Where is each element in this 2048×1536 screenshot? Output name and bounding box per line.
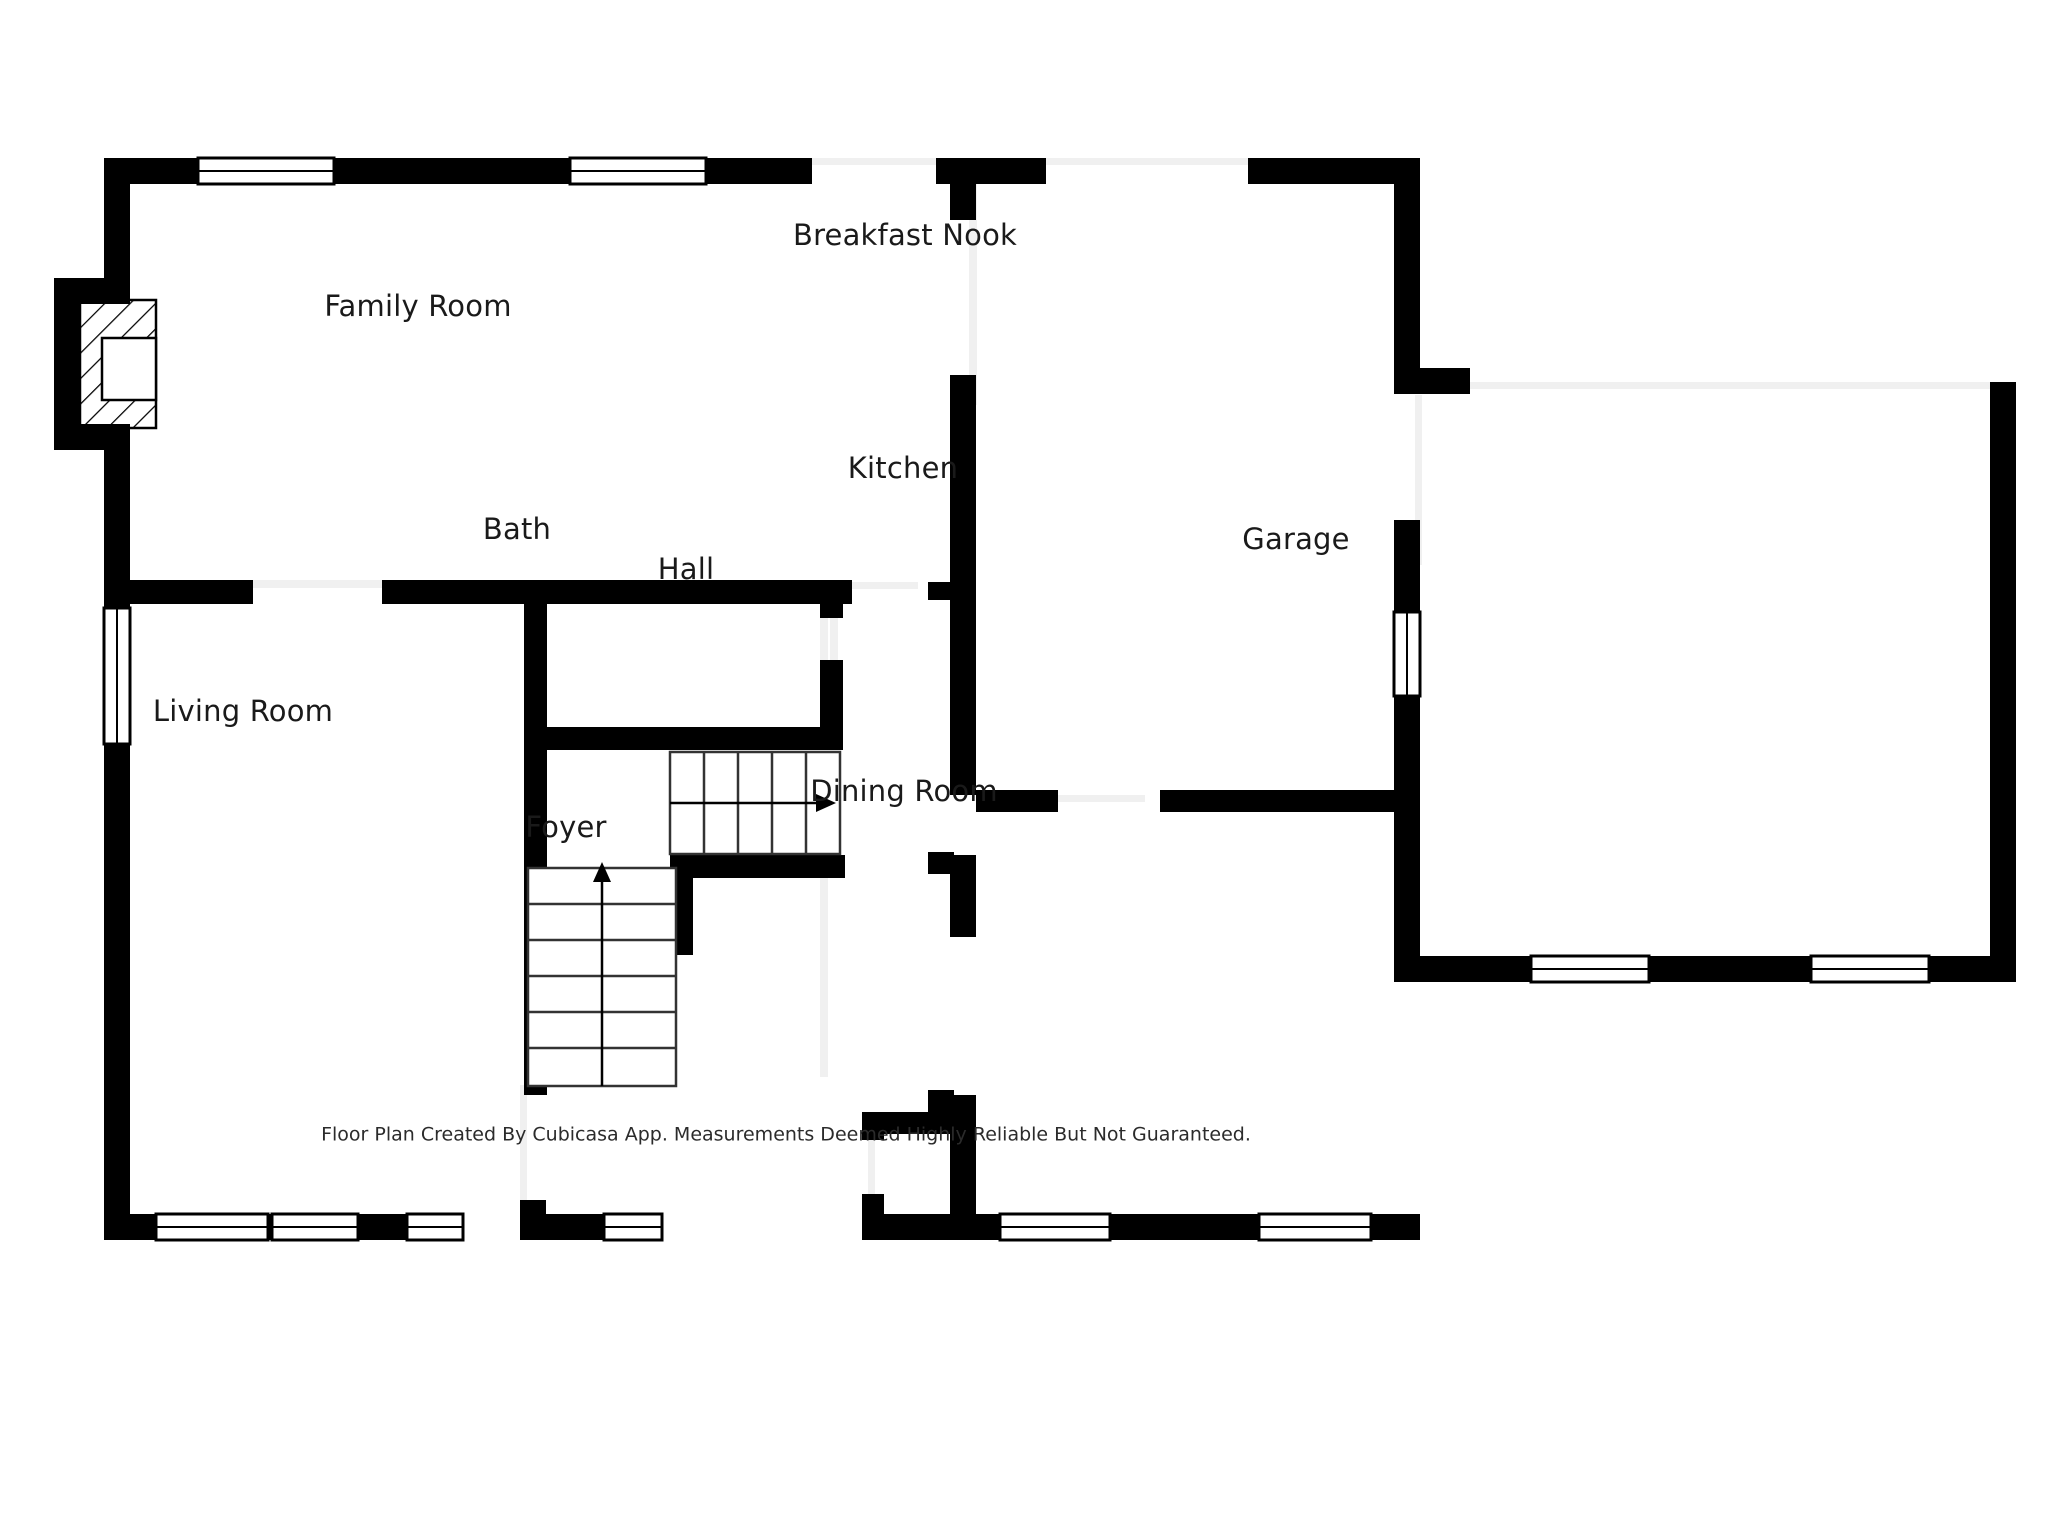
room-label-foyer: Foyer: [525, 810, 606, 844]
room-label-breakfast-nook: Breakfast Nook: [793, 218, 1017, 252]
wall-nook-top-left: [936, 158, 1046, 184]
wall-closet-top: [862, 1112, 954, 1134]
wall-bath-right-upper: [820, 580, 843, 618]
wall-exterior-bottom-living-f: [520, 1200, 546, 1240]
wall-fireplace-bump-left: [54, 278, 80, 450]
wall-exterior-bottom-dining-c: [1366, 1214, 1420, 1240]
implied-wall-living-family-opening: [252, 580, 382, 588]
wall-central-vertical-lower: [950, 855, 976, 937]
wall-kitchen-right-mid: [1394, 520, 1420, 620]
window-dining-bottom-1: [998, 1212, 1112, 1242]
windows-group: [102, 156, 1931, 1242]
wall-exterior-top-right-seg: [700, 158, 812, 184]
room-label-hall: Hall: [658, 552, 715, 586]
window-garage-bottom-2: [1809, 954, 1931, 984]
implied-wall-hall-opening: [820, 590, 828, 662]
wall-garage-bottom-right: [1923, 956, 2016, 982]
wall-kitchen-dining-left: [976, 790, 1058, 812]
wall-garage-bottom-mid: [1645, 956, 1817, 982]
fireplace-icon: [78, 298, 158, 430]
implied-wall-hall-bottom: [820, 862, 828, 1077]
room-label-dining-room: Dining Room: [810, 774, 998, 808]
room-labels-group: Family Room Breakfast Nook Kitchen Garag…: [153, 218, 1350, 844]
implied-wall-kitchen-dining-door: [1035, 795, 1145, 802]
stairs-upper-arrow: [816, 794, 836, 812]
window-living-bottom-2: [270, 1212, 360, 1242]
wall-exterior-bottom-dining-a: [957, 1214, 1004, 1240]
implied-walls-group: [252, 158, 2013, 1230]
wall-exterior-left-upper: [104, 158, 130, 278]
stairs-group: [526, 750, 842, 1088]
wall-family-living-divider-right: [382, 580, 852, 604]
footer-disclaimer: Floor Plan Created By Cubicasa App. Meas…: [321, 1124, 1251, 1146]
window-foyer-bottom: [602, 1212, 664, 1242]
window-garage-bottom-1: [1529, 954, 1651, 984]
wall-exterior-bottom-living-a: [104, 1214, 152, 1240]
wall-garage-right: [1990, 382, 2016, 980]
stairs-lower-run: [526, 862, 678, 1088]
window-family-top-1: [196, 156, 336, 186]
wall-kitchen-right-upper: [1394, 158, 1420, 378]
wall-exterior-bottom-living-d: [355, 1214, 403, 1240]
implied-wall-foyer-right: [520, 1085, 527, 1230]
wall-exterior-left-mid: [104, 424, 130, 584]
wall-hall-stub-upper: [928, 582, 954, 600]
wall-hall-stub-lower: [928, 852, 954, 874]
fireplace-firebox: [100, 336, 158, 402]
wall-central-vertical-mid: [950, 375, 976, 795]
wall-stairs-landing-bottom: [670, 855, 845, 878]
wall-hall-stub-foot: [928, 1090, 954, 1112]
implied-wall-nook-door: [969, 170, 977, 405]
room-label-family-room: Family Room: [324, 289, 511, 323]
implied-wall-kitchen-garage-door: [1415, 395, 1422, 565]
wall-kitchen-dining-right: [1160, 790, 1418, 812]
room-label-living-room: Living Room: [153, 694, 333, 728]
window-family-top-2: [568, 156, 708, 186]
window-kitchen-garage: [1392, 610, 1422, 698]
wall-exterior-bottom-dining-b: [1105, 1214, 1263, 1240]
wall-bath-right-lower: [820, 660, 843, 750]
stairs-lower-arrow: [593, 862, 611, 882]
wall-kitchen-garage-bump: [1394, 368, 1470, 394]
window-dining-bottom-2: [1257, 1212, 1373, 1242]
wall-closet-left: [862, 1112, 884, 1140]
wall-closet-left-bottom: [862, 1194, 884, 1218]
room-label-bath: Bath: [483, 512, 551, 546]
wall-bath-bottom: [524, 727, 834, 750]
room-label-garage: Garage: [1242, 522, 1349, 556]
implied-wall-garage-top: [1418, 382, 2013, 389]
wall-exterior-bottom-living-g: [546, 1214, 608, 1240]
implied-wall-foyer-closet: [868, 1120, 875, 1225]
window-living-left: [102, 606, 132, 746]
wall-nook-top-right: [1248, 158, 1420, 184]
stairs-upper-run: [668, 750, 842, 856]
wall-exterior-top-mid: [330, 158, 576, 184]
implied-wall-bath-door: [830, 600, 838, 660]
wall-garage-bottom-left: [1394, 956, 1537, 982]
window-living-bottom-3: [405, 1212, 465, 1242]
wall-bath-left: [524, 580, 547, 750]
wall-exterior-bottom-foyer: [862, 1214, 957, 1240]
wall-dining-right: [1394, 790, 1420, 980]
room-label-kitchen: Kitchen: [848, 451, 958, 485]
window-living-bottom-1: [154, 1212, 270, 1242]
implied-wall-hall-family: [808, 582, 918, 589]
wall-exterior-left-living-lower: [104, 740, 130, 1240]
wall-family-living-divider-left: [125, 580, 253, 604]
